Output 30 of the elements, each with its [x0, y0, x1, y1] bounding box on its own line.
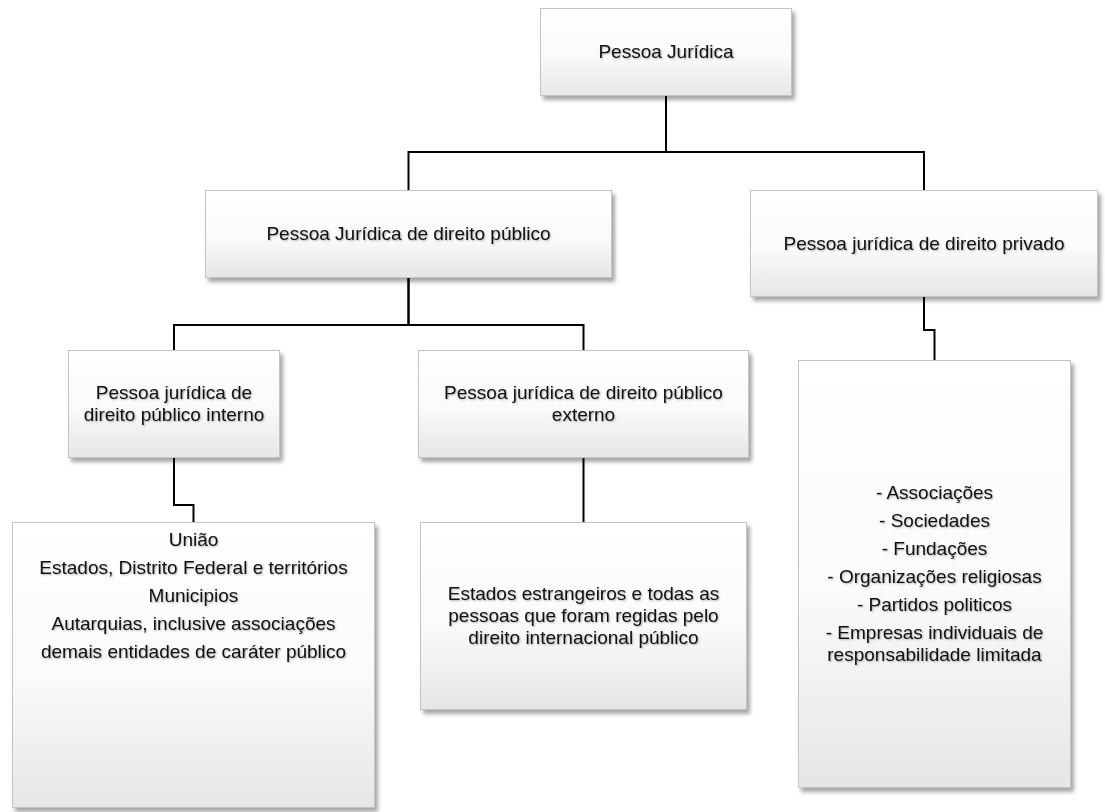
box-text: Pessoa Jurídica — [598, 41, 734, 63]
box-text: Estados, Distrito Federal e territórios — [39, 557, 348, 579]
box-text: Pessoa jurídica de direito privado — [783, 232, 1065, 255]
box-text: - Empresas individuais de responsabilidade limitada — [824, 622, 1045, 666]
connector-line — [582, 457, 585, 523]
box-text: Pessoa jurídica de direito público externo — [443, 382, 724, 426]
category-box — [798, 360, 1071, 788]
box-text: - Partidos politicos — [856, 594, 1013, 616]
connector-line — [407, 277, 585, 351]
box-text: - Sociedades — [879, 510, 990, 532]
category-box — [420, 522, 747, 710]
category-box — [68, 350, 280, 458]
category-box — [750, 190, 1098, 297]
category-box — [540, 8, 792, 96]
connector-line — [923, 296, 936, 361]
box-text: - Associações — [875, 482, 994, 504]
box-text: Pessoa jurídica de direito público interno — [82, 382, 266, 426]
box-text: União — [168, 529, 219, 551]
category-box — [205, 190, 612, 278]
box-text: Autarquias, inclusive associações — [51, 613, 336, 635]
box-text: Pessoa Jurídica de direito público — [266, 223, 551, 245]
connector-line — [665, 95, 925, 191]
box-text: Municipios — [148, 585, 239, 607]
box-text: - Organizações religiosas — [827, 566, 1042, 588]
category-box — [12, 522, 375, 808]
box-text: - Fundações — [881, 538, 988, 560]
box-text: demais entidades de caráter público — [40, 641, 347, 663]
category-box — [418, 350, 749, 458]
connector-line — [173, 457, 195, 523]
box-text: Estados estrangeiros e todas as pessoas que foram regidas pelo direito internacional público — [446, 583, 721, 649]
